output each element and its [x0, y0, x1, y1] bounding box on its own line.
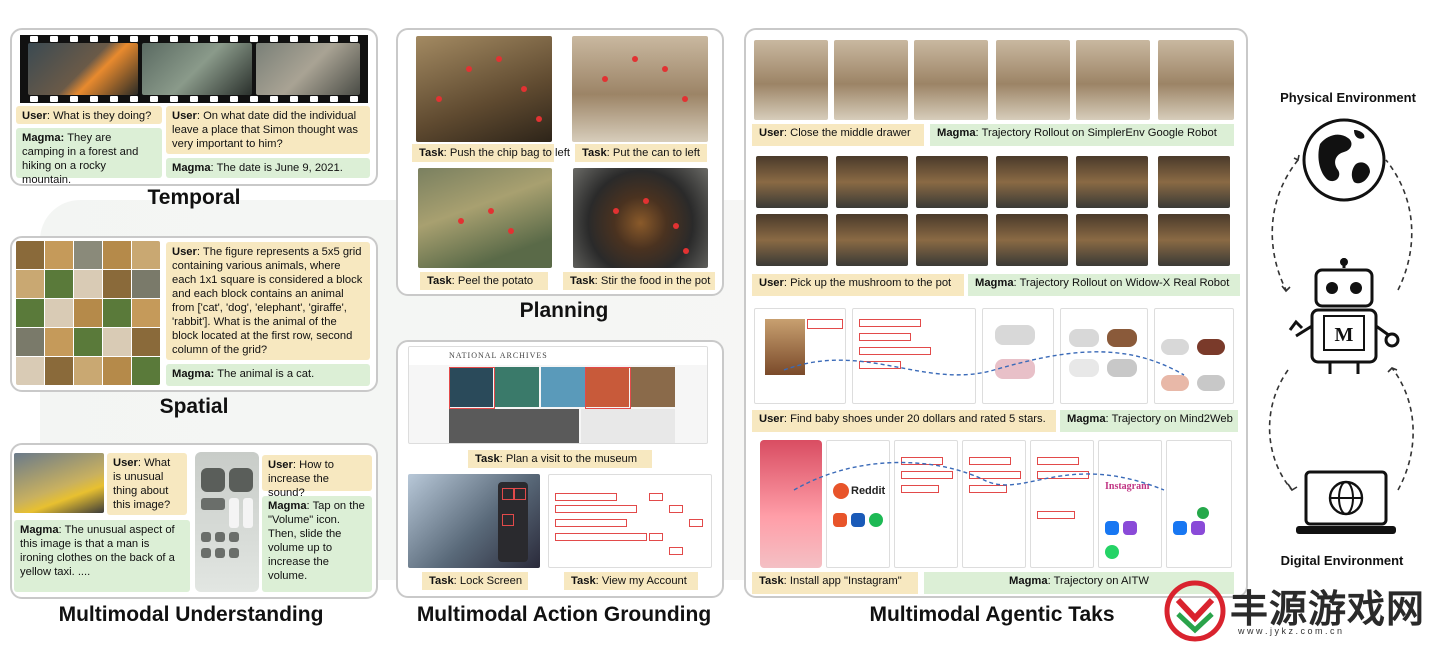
instagram-app-label: Instagram: [1105, 481, 1150, 492]
web-frame-2: [852, 308, 976, 404]
robot-frame-3: [916, 156, 988, 208]
drawer-frame-2: [834, 40, 908, 120]
understanding-user-bubble-2: User: How to increase the sound?: [262, 455, 372, 499]
digital-environment-label: Digital Environment: [1280, 553, 1404, 568]
robot-frame-7: [756, 214, 828, 266]
planning-image-pot: [573, 168, 708, 268]
temporal-magma-bubble-2: Magma: The date is June 9, 2021.: [166, 158, 370, 178]
planning-task-1: Task: Push the chip bag to left: [412, 144, 570, 162]
planning-task-4: Task: Stir the food in the pot: [563, 272, 715, 290]
grounding-task-museum: Task: Plan a visit to the museum: [468, 450, 652, 468]
agentic-task-instagram: Task: Install app "Instagram": [752, 572, 918, 594]
trajectory-path: [783, 351, 1185, 491]
planning-task-2: Task: Put the can to left: [575, 144, 707, 162]
drawer-frame-6: [1158, 40, 1234, 120]
understanding-user-bubble-1: User: What is unusual thing about this i…: [107, 453, 187, 515]
understanding-magma-bubble-1: Magma: The unusual aspect of this image …: [14, 520, 190, 592]
caption-understanding: Multimodal Understanding: [58, 603, 324, 626]
drawer-frame-3: [914, 40, 988, 120]
phone-frame-5: [1030, 440, 1094, 568]
globe-icon: [1302, 118, 1386, 202]
robot-frame-9: [916, 214, 988, 266]
planning-task-3: Task: Peel the potato: [420, 272, 548, 290]
reddit-app-label: Reddit: [851, 485, 886, 497]
planning-image-can: [572, 36, 708, 142]
planning-image-chipbag: [416, 36, 552, 142]
agentic-magma-aitw: Magma: Trajectory on AITW: [924, 572, 1234, 594]
robot-frame-10: [996, 214, 1068, 266]
agentic-magma-shoes: Magma: Trajectory on Mind2Web: [1060, 410, 1238, 432]
agentic-magma-mushroom: Magma: Trajectory Rollout on Widow-X Rea…: [968, 274, 1240, 296]
spatial-user-bubble: User: The figure represents a 5x5 grid c…: [166, 242, 370, 360]
animal-grid-image: [16, 241, 160, 385]
temporal-magma-bubble-1: Magma: They are camping in a forest and …: [16, 128, 162, 186]
grounding-task-lock: Task: Lock Screen: [422, 572, 528, 590]
temporal-user-bubble-1: User: What is they doing?: [16, 106, 162, 124]
robot-letter: M: [1335, 324, 1354, 346]
environment-loop-arrows: [1268, 154, 1414, 492]
agentic-user-mushroom: User: Pick up the mushroom to the pot: [752, 274, 964, 296]
account-page-screenshot: [548, 474, 712, 568]
web-frame-3: [982, 308, 1054, 404]
robot-frame-8: [836, 214, 908, 266]
phone-frame-3: [894, 440, 958, 568]
robot-frame-12: [1158, 214, 1230, 266]
lock-screen-screenshot: [408, 474, 540, 568]
laptop-icon: [1296, 470, 1396, 534]
robot-icon: M: [1288, 258, 1400, 374]
film-strip-image: [20, 35, 368, 103]
spatial-magma-bubble: Magma: The animal is a cat.: [166, 364, 370, 386]
museum-site-title: NATIONAL ARCHIVES: [449, 351, 548, 360]
phone-frame-4: [962, 440, 1026, 568]
watermark-text: 丰源游戏网: [1230, 587, 1426, 631]
watermark-logo-icon: [1164, 580, 1226, 642]
phone-frame-1: [760, 440, 822, 568]
robot-frame-6: [1158, 156, 1230, 208]
phone-frame-6: Instagram: [1098, 440, 1162, 568]
robot-frame-4: [996, 156, 1068, 208]
planning-image-potato: [418, 168, 552, 268]
watermark: 丰源游戏网 w w w . j y k z . c o m . c n: [1164, 576, 1436, 642]
robot-frame-2: [836, 156, 908, 208]
caption-grounding: Multimodal Action Grounding: [416, 603, 712, 626]
robot-frame-5: [1076, 156, 1148, 208]
web-frame-5: [1154, 308, 1234, 404]
robot-frame-11: [1076, 214, 1148, 266]
phone-frame-7: [1166, 440, 1232, 568]
understanding-magma-bubble-2: Magma: Tap on the "Volume" icon. Then, s…: [262, 496, 372, 592]
robot-frame-1: [756, 156, 828, 208]
caption-planning: Planning: [519, 299, 609, 322]
drawer-frame-1: [754, 40, 828, 120]
web-frame-1: [754, 308, 846, 404]
control-center-screenshot: [195, 452, 259, 592]
caption-agentic: Multimodal Agentic Taks: [869, 603, 1115, 626]
physical-environment-label: Physical Environment: [1280, 90, 1416, 105]
grounding-task-account: Task: View my Account: [564, 572, 698, 590]
drawer-frame-4: [996, 40, 1070, 120]
temporal-user-bubble-2: User: On what date did the individual le…: [166, 106, 370, 154]
agentic-magma-drawer: Magma: Trajectory Rollout on SimplerEnv …: [930, 124, 1234, 146]
phone-frame-2: Reddit: [826, 440, 890, 568]
watermark-url: w w w . j y k z . c o m . c n: [1238, 626, 1343, 636]
agentic-user-shoes: User: Find baby shoes under 20 dollars a…: [752, 410, 1056, 432]
drawer-frame-5: [1076, 40, 1150, 120]
web-frame-4: [1060, 308, 1148, 404]
caption-spatial: Spatial: [159, 395, 229, 418]
caption-temporal: Temporal: [147, 186, 241, 209]
museum-website-screenshot: NATIONAL ARCHIVES: [408, 346, 708, 444]
agentic-user-drawer: User: Close the middle drawer: [752, 124, 924, 146]
taxi-image: [14, 453, 104, 513]
